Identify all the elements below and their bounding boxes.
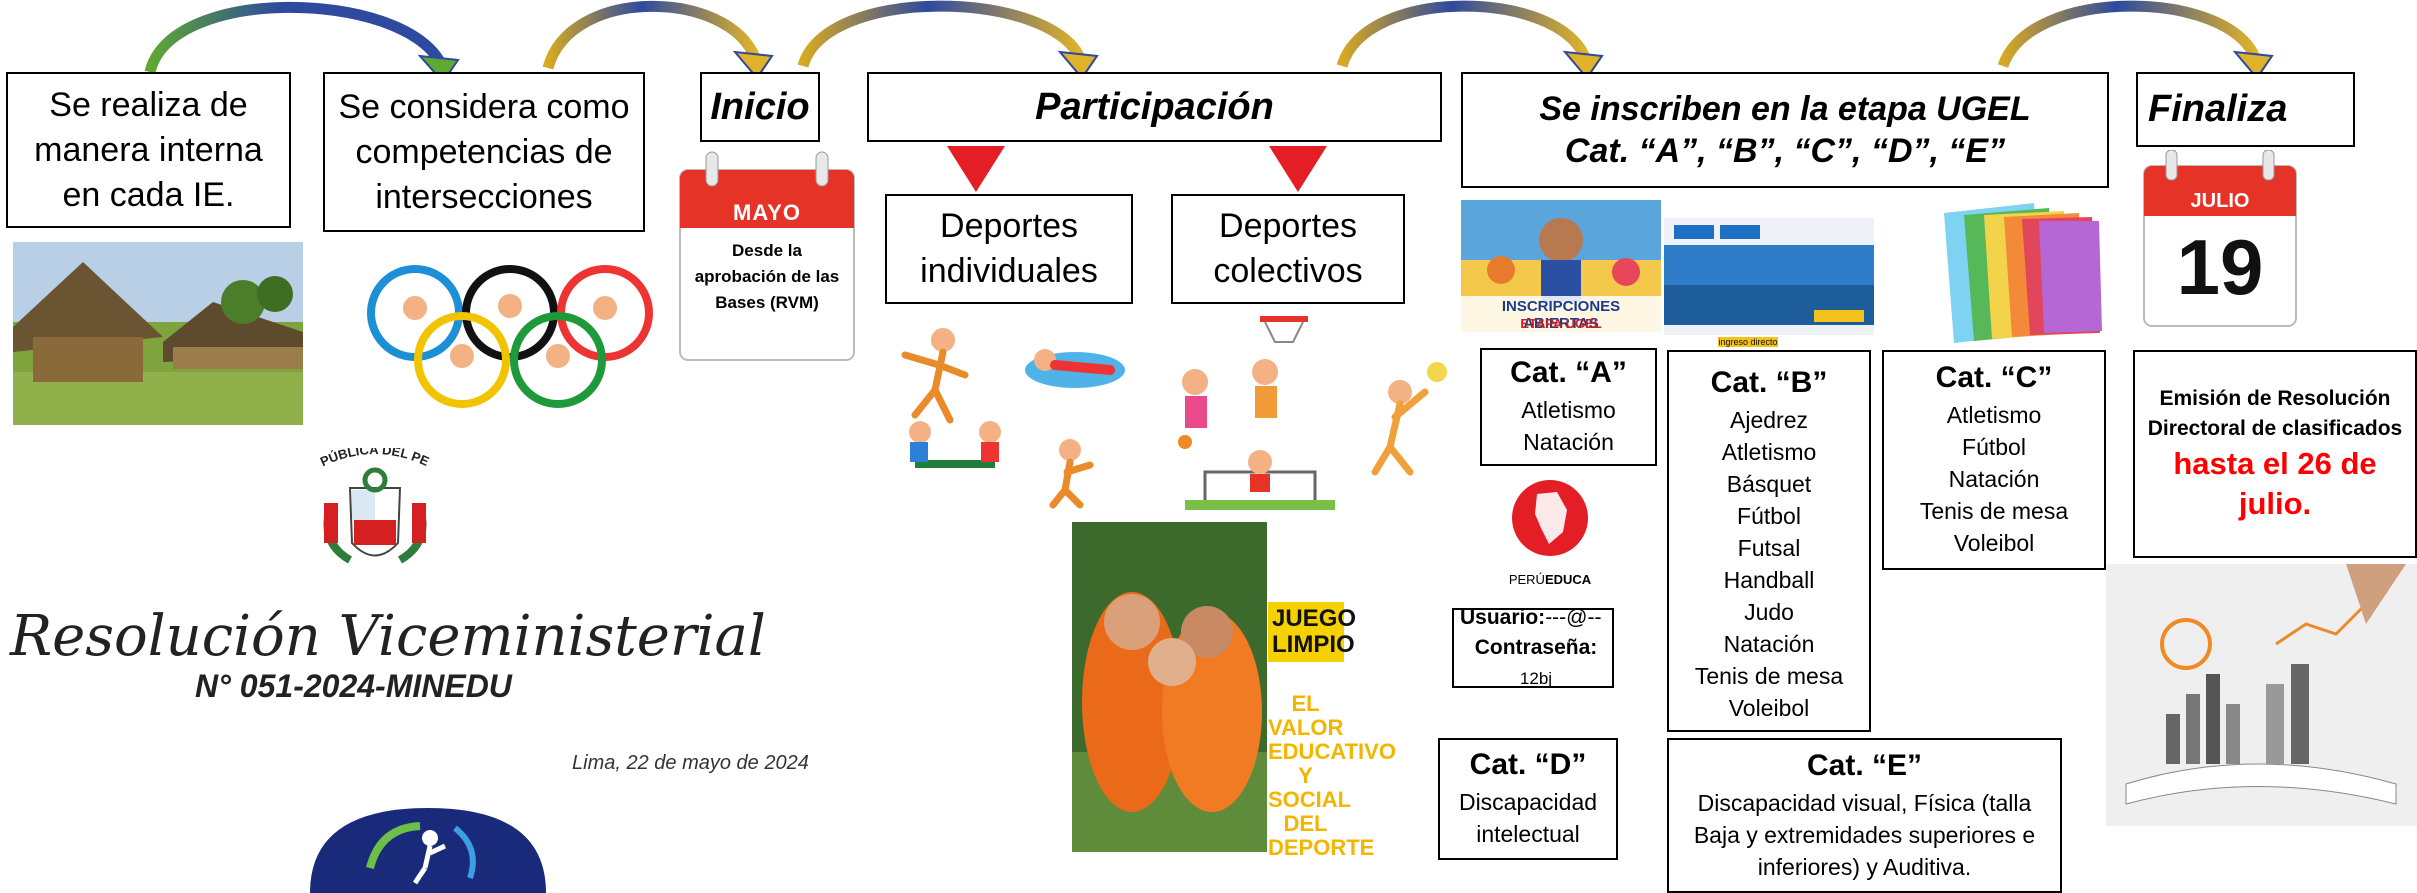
- category-b-box: Cat. “B” Ajedrez Atletismo Básquet Fútbo…: [1667, 350, 1871, 732]
- category-d-item: Discapacidad intelectual: [1458, 789, 1598, 847]
- individual-sports-clipart: [901, 328, 1125, 509]
- category-b-item: Natación: [1723, 631, 1815, 657]
- category-b-item: Atletismo: [1721, 439, 1817, 465]
- box-finaliza: Finaliza: [2136, 72, 2355, 147]
- category-c-item: Atletismo: [1946, 402, 2042, 428]
- category-d-title: Cat. “D”: [1469, 748, 1587, 781]
- category-b-item: Handball: [1723, 567, 1815, 593]
- inscripciones-banner: [1461, 200, 1661, 332]
- category-a-title: Cat. “A”: [1510, 356, 1627, 389]
- peru-educa-name: PERÚEDUCA: [1508, 572, 1592, 587]
- category-b-item: Básquet: [1726, 471, 1812, 497]
- arrow-3: [797, 0, 1099, 80]
- svg-text:REPÚBLICA DEL PERÚ: REPÚBLICA DEL PERÚ: [310, 448, 432, 469]
- calendar-july-month: JULIO: [2190, 190, 2250, 212]
- peru-coat-of-arms: REPÚBLICA DEL PERÚ: [310, 448, 432, 564]
- registration-website-screenshot: [1664, 200, 1874, 335]
- school-photo: [13, 242, 303, 425]
- category-b-item: Ajedrez: [1730, 407, 1808, 433]
- login-box: Usuario:---@-- Contraseña: 12bj: [1452, 606, 1614, 688]
- category-c-title: Cat. “C”: [1935, 361, 2053, 394]
- banner-line2: ETAPA UGEL: [1520, 316, 1602, 331]
- olympic-rings-image: [367, 265, 653, 408]
- emision-deadline: hasta el 26 de julio.: [2173, 446, 2377, 521]
- emision-text: Emisión de Resolución Directoral de clas…: [2147, 387, 2403, 440]
- calendar-may-month: MAYO: [733, 200, 801, 225]
- down-triangle-individual: [947, 146, 1005, 192]
- category-c-item: Natación: [1948, 466, 2040, 492]
- emision-box: Emisión de Resolución Directoral de clas…: [2133, 350, 2417, 558]
- banner-line1: INSCRIPCIONES ABIERTAS: [1501, 298, 1621, 332]
- box-participacion: Participación: [867, 72, 1442, 142]
- category-b-item: Judo: [1744, 599, 1794, 625]
- website-button: ingreso directo: [1718, 337, 1778, 347]
- category-b-title: Cat. “B”: [1710, 366, 1828, 399]
- box-ugel: Se inscriben en la etapa UGEL Cat. “A”, …: [1461, 72, 2109, 188]
- business-sketch-image: [2106, 564, 2417, 826]
- resolution-number: N° 051-2024-MINEDU: [195, 668, 512, 704]
- category-b-item: Tenis de mesa: [1694, 663, 1844, 689]
- calendar-july-day: 19: [2176, 223, 2264, 311]
- collective-sports-clipart: [1178, 316, 1447, 510]
- category-b-item: Voleibol: [1728, 695, 1810, 721]
- category-c-item: Voleibol: [1953, 530, 2035, 556]
- box-interna: Se realiza de manera interna en cada IE.: [6, 72, 291, 228]
- fairplay-subtitle: EL VALOR EDUCATIVO Y SOCIAL DEL DEPORTE: [1268, 691, 1396, 860]
- category-a-box: Cat. “A” Atletismo Natación: [1480, 348, 1657, 466]
- calendar-may-text: Desde la aprobación de las Bases (RVM): [694, 241, 840, 312]
- category-e-item: Discapacidad visual, Física (talla Baja …: [1693, 789, 2036, 880]
- category-b-item: Fútbol: [1737, 503, 1801, 529]
- down-triangle-collective: [1269, 146, 1327, 192]
- peru-educa-logo: [1512, 480, 1588, 556]
- box-deportes-colectivos: Deportes colectivos: [1171, 194, 1405, 304]
- arrow-2: [542, 0, 774, 80]
- calendar-july-icon: [2143, 150, 2297, 327]
- category-b-item: Futsal: [1737, 535, 1801, 561]
- sports-logo-partial: [310, 808, 546, 893]
- category-a-item: Natación: [1523, 429, 1614, 455]
- box-intersecciones: Se considera como competencias de inters…: [323, 72, 645, 232]
- colorful-folders-image: [1924, 203, 2104, 348]
- category-c-box: Cat. “C” Atletismo Fútbol Natación Tenis…: [1882, 350, 2106, 570]
- category-c-item: Tenis de mesa: [1919, 498, 2069, 524]
- category-e-title: Cat. “E”: [1806, 748, 1923, 782]
- category-d-box: Cat. “D” Discapacidad intelectual: [1438, 738, 1618, 860]
- calendar-may-icon: [679, 151, 855, 361]
- arrow-4: [1336, 0, 1604, 80]
- box-deportes-individuales: Deportes individuales: [885, 194, 1133, 304]
- arrow-5: [1997, 0, 2274, 80]
- seal-text: REPÚBLICA DEL PERÚ: [310, 448, 432, 469]
- arrow-1: [144, 1, 460, 84]
- category-c-item: Fútbol: [1962, 434, 2026, 460]
- fairplay-poster-photo: [1072, 522, 1342, 852]
- category-a-item: Atletismo: [1521, 397, 1616, 423]
- category-e-box: Cat. “E” Discapacidad visual, Física (ta…: [1667, 738, 2062, 893]
- fairplay-title: JUEGO LIMPIO: [1268, 602, 1356, 662]
- resolution-title: Resolución Viceministerial: [10, 604, 766, 669]
- box-inicio: Inicio: [700, 72, 820, 142]
- resolution-date: Lima, 22 de mayo de 2024: [572, 752, 809, 774]
